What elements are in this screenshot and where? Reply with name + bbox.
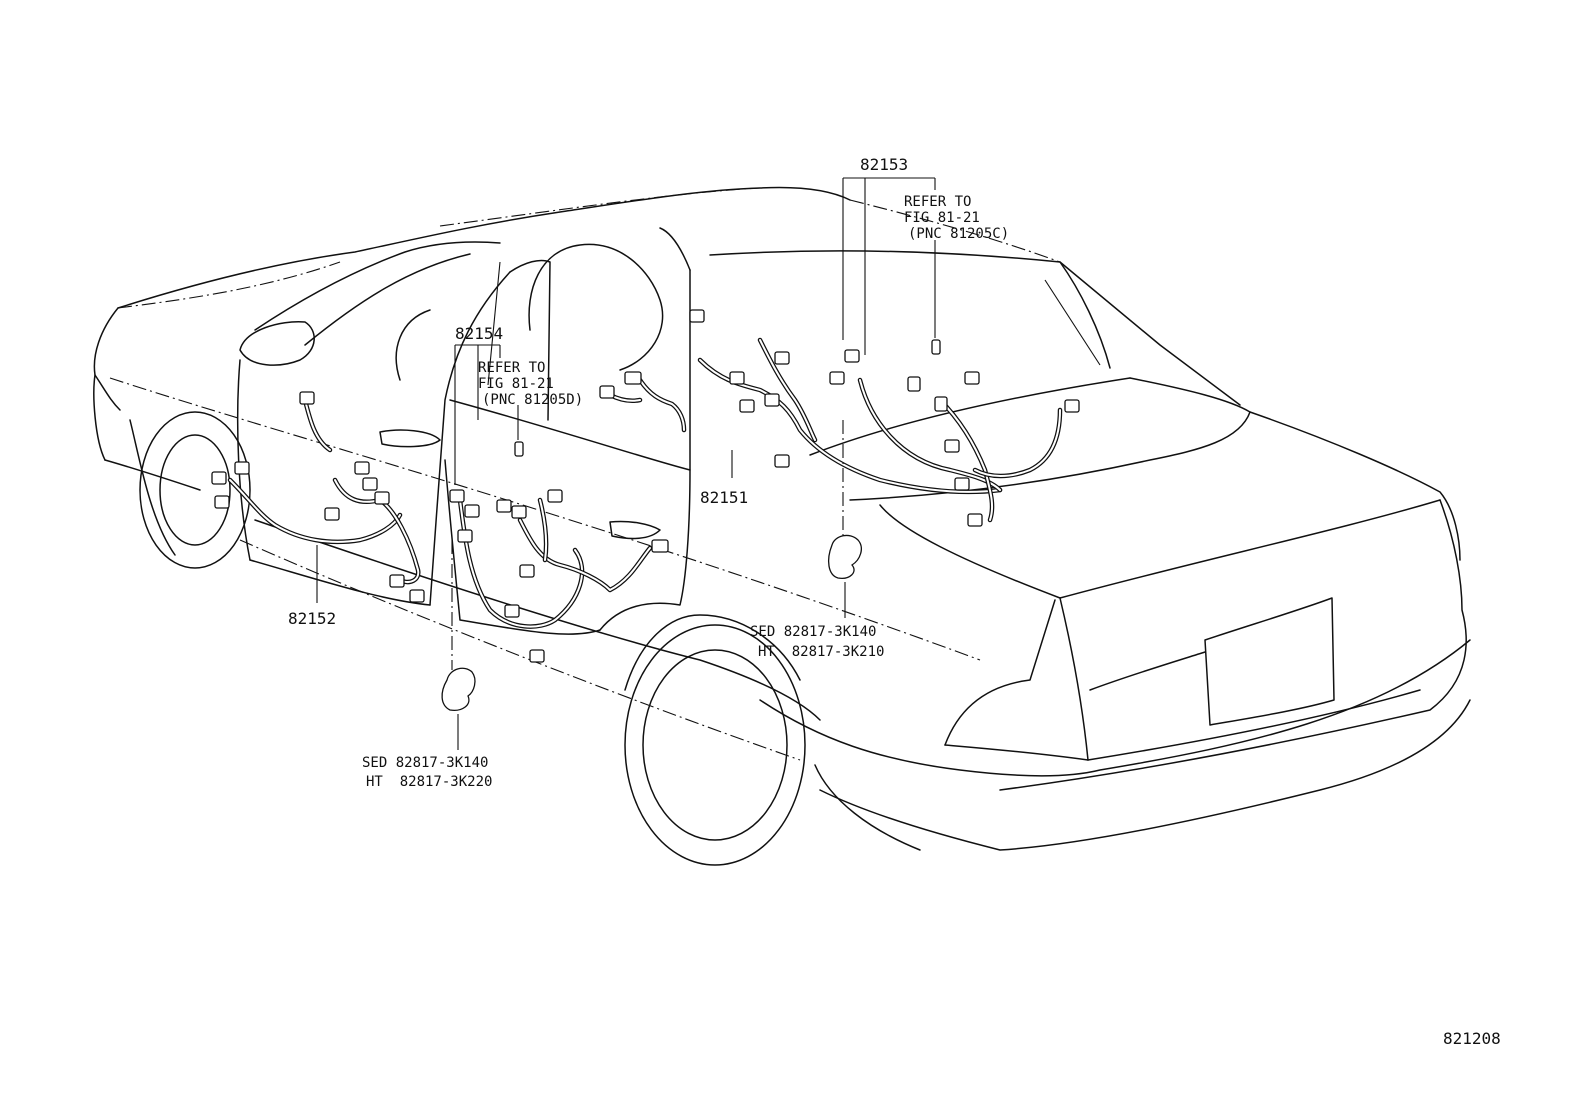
- car-body: [93, 186, 1471, 866]
- refer-d-line3: (PNC 81205D): [482, 392, 583, 408]
- clip-left-icon: [441, 667, 476, 711]
- part-label-82153: 82153: [860, 155, 908, 174]
- refer-c-line1: REFER TO: [904, 194, 971, 210]
- refer-c-line2: FIG 81-21: [904, 210, 980, 226]
- leader-lines: [316, 177, 936, 750]
- harness-82152: [211, 391, 425, 603]
- clip-left-ht: HT 82817-3K220: [366, 774, 492, 790]
- refer-d-line2: FIG 81-21: [478, 376, 554, 392]
- clip-right-icon: [827, 534, 862, 579]
- part-label-82154: 82154: [455, 324, 503, 343]
- figure-number: 821208: [1443, 1029, 1501, 1048]
- harness-82154: [449, 441, 669, 663]
- clip-left-sed: SED 82817-3K140: [362, 755, 488, 771]
- refer-d-line1: REFER TO: [478, 360, 545, 376]
- clip-right-ht: HT 82817-3K210: [758, 644, 884, 660]
- refer-c-line3: (PNC 81205C): [908, 226, 1009, 242]
- harness-82151: [599, 309, 1080, 527]
- labels: 82153 REFER TO FIG 81-21 (PNC 81205C) 82…: [288, 155, 1501, 1048]
- clip-right-sed: SED 82817-3K140: [750, 624, 876, 640]
- part-label-82151: 82151: [700, 488, 748, 507]
- part-label-82152: 82152: [288, 609, 336, 628]
